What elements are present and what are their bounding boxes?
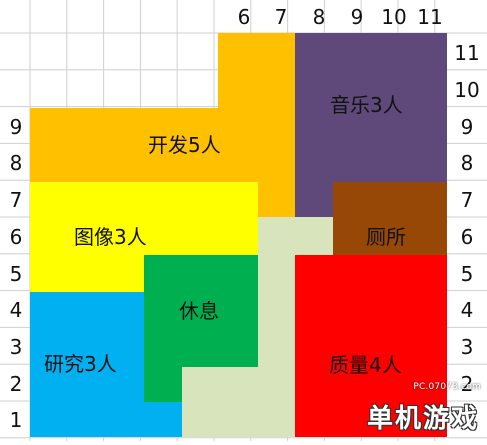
corridor[interactable]: [182, 217, 333, 437]
right-label-4: 4: [460, 298, 474, 322]
top-label-6: 6: [237, 5, 251, 29]
room-image[interactable]: [30, 182, 258, 292]
room-label-toilet: 厕所: [366, 225, 406, 249]
room-rest[interactable]: [144, 255, 258, 402]
right-label-7: 7: [460, 188, 474, 212]
left-label-8: 8: [9, 151, 23, 175]
right-label-6: 6: [460, 225, 474, 249]
room-research[interactable]: [30, 292, 182, 437]
watermark-brand: 单机游戏: [366, 404, 479, 434]
right-label-1: 1: [460, 408, 474, 432]
top-label-8: 8: [312, 5, 326, 29]
top-label-11: 11: [417, 5, 443, 29]
room-music[interactable]: [295, 33, 447, 217]
room-label-research: 研究3人: [44, 352, 117, 376]
room-toilet[interactable]: [333, 182, 447, 255]
left-label-3: 3: [9, 335, 23, 359]
left-label-5: 5: [9, 262, 23, 286]
room-label-rest: 休息: [179, 299, 219, 323]
right-label-10: 10: [454, 78, 480, 102]
room-label-image: 图像3人: [74, 225, 147, 249]
left-label-1: 1: [9, 408, 23, 432]
left-label-6: 6: [9, 225, 23, 249]
room-dev[interactable]: [30, 33, 295, 217]
left-label-7: 7: [9, 188, 23, 212]
left-label-4: 4: [9, 298, 23, 322]
watermark-site: PC.07073.com: [413, 382, 481, 392]
right-label-5: 5: [460, 262, 474, 286]
room-label-dev: 开发5人: [148, 133, 221, 157]
right-label-2: 2: [460, 372, 474, 396]
right-label-9: 9: [460, 115, 474, 139]
room-label-quality: 质量4人: [329, 353, 402, 377]
right-label-8: 8: [460, 151, 474, 175]
right-label-3: 3: [460, 335, 474, 359]
left-label-2: 2: [9, 372, 23, 396]
top-label-10: 10: [381, 5, 407, 29]
right-label-11: 11: [454, 41, 480, 65]
room-label-music: 音乐3人: [330, 93, 403, 117]
left-label-9: 9: [9, 115, 23, 139]
top-label-7: 7: [274, 5, 288, 29]
room-quality[interactable]: [295, 255, 447, 437]
top-label-9: 9: [350, 5, 364, 29]
